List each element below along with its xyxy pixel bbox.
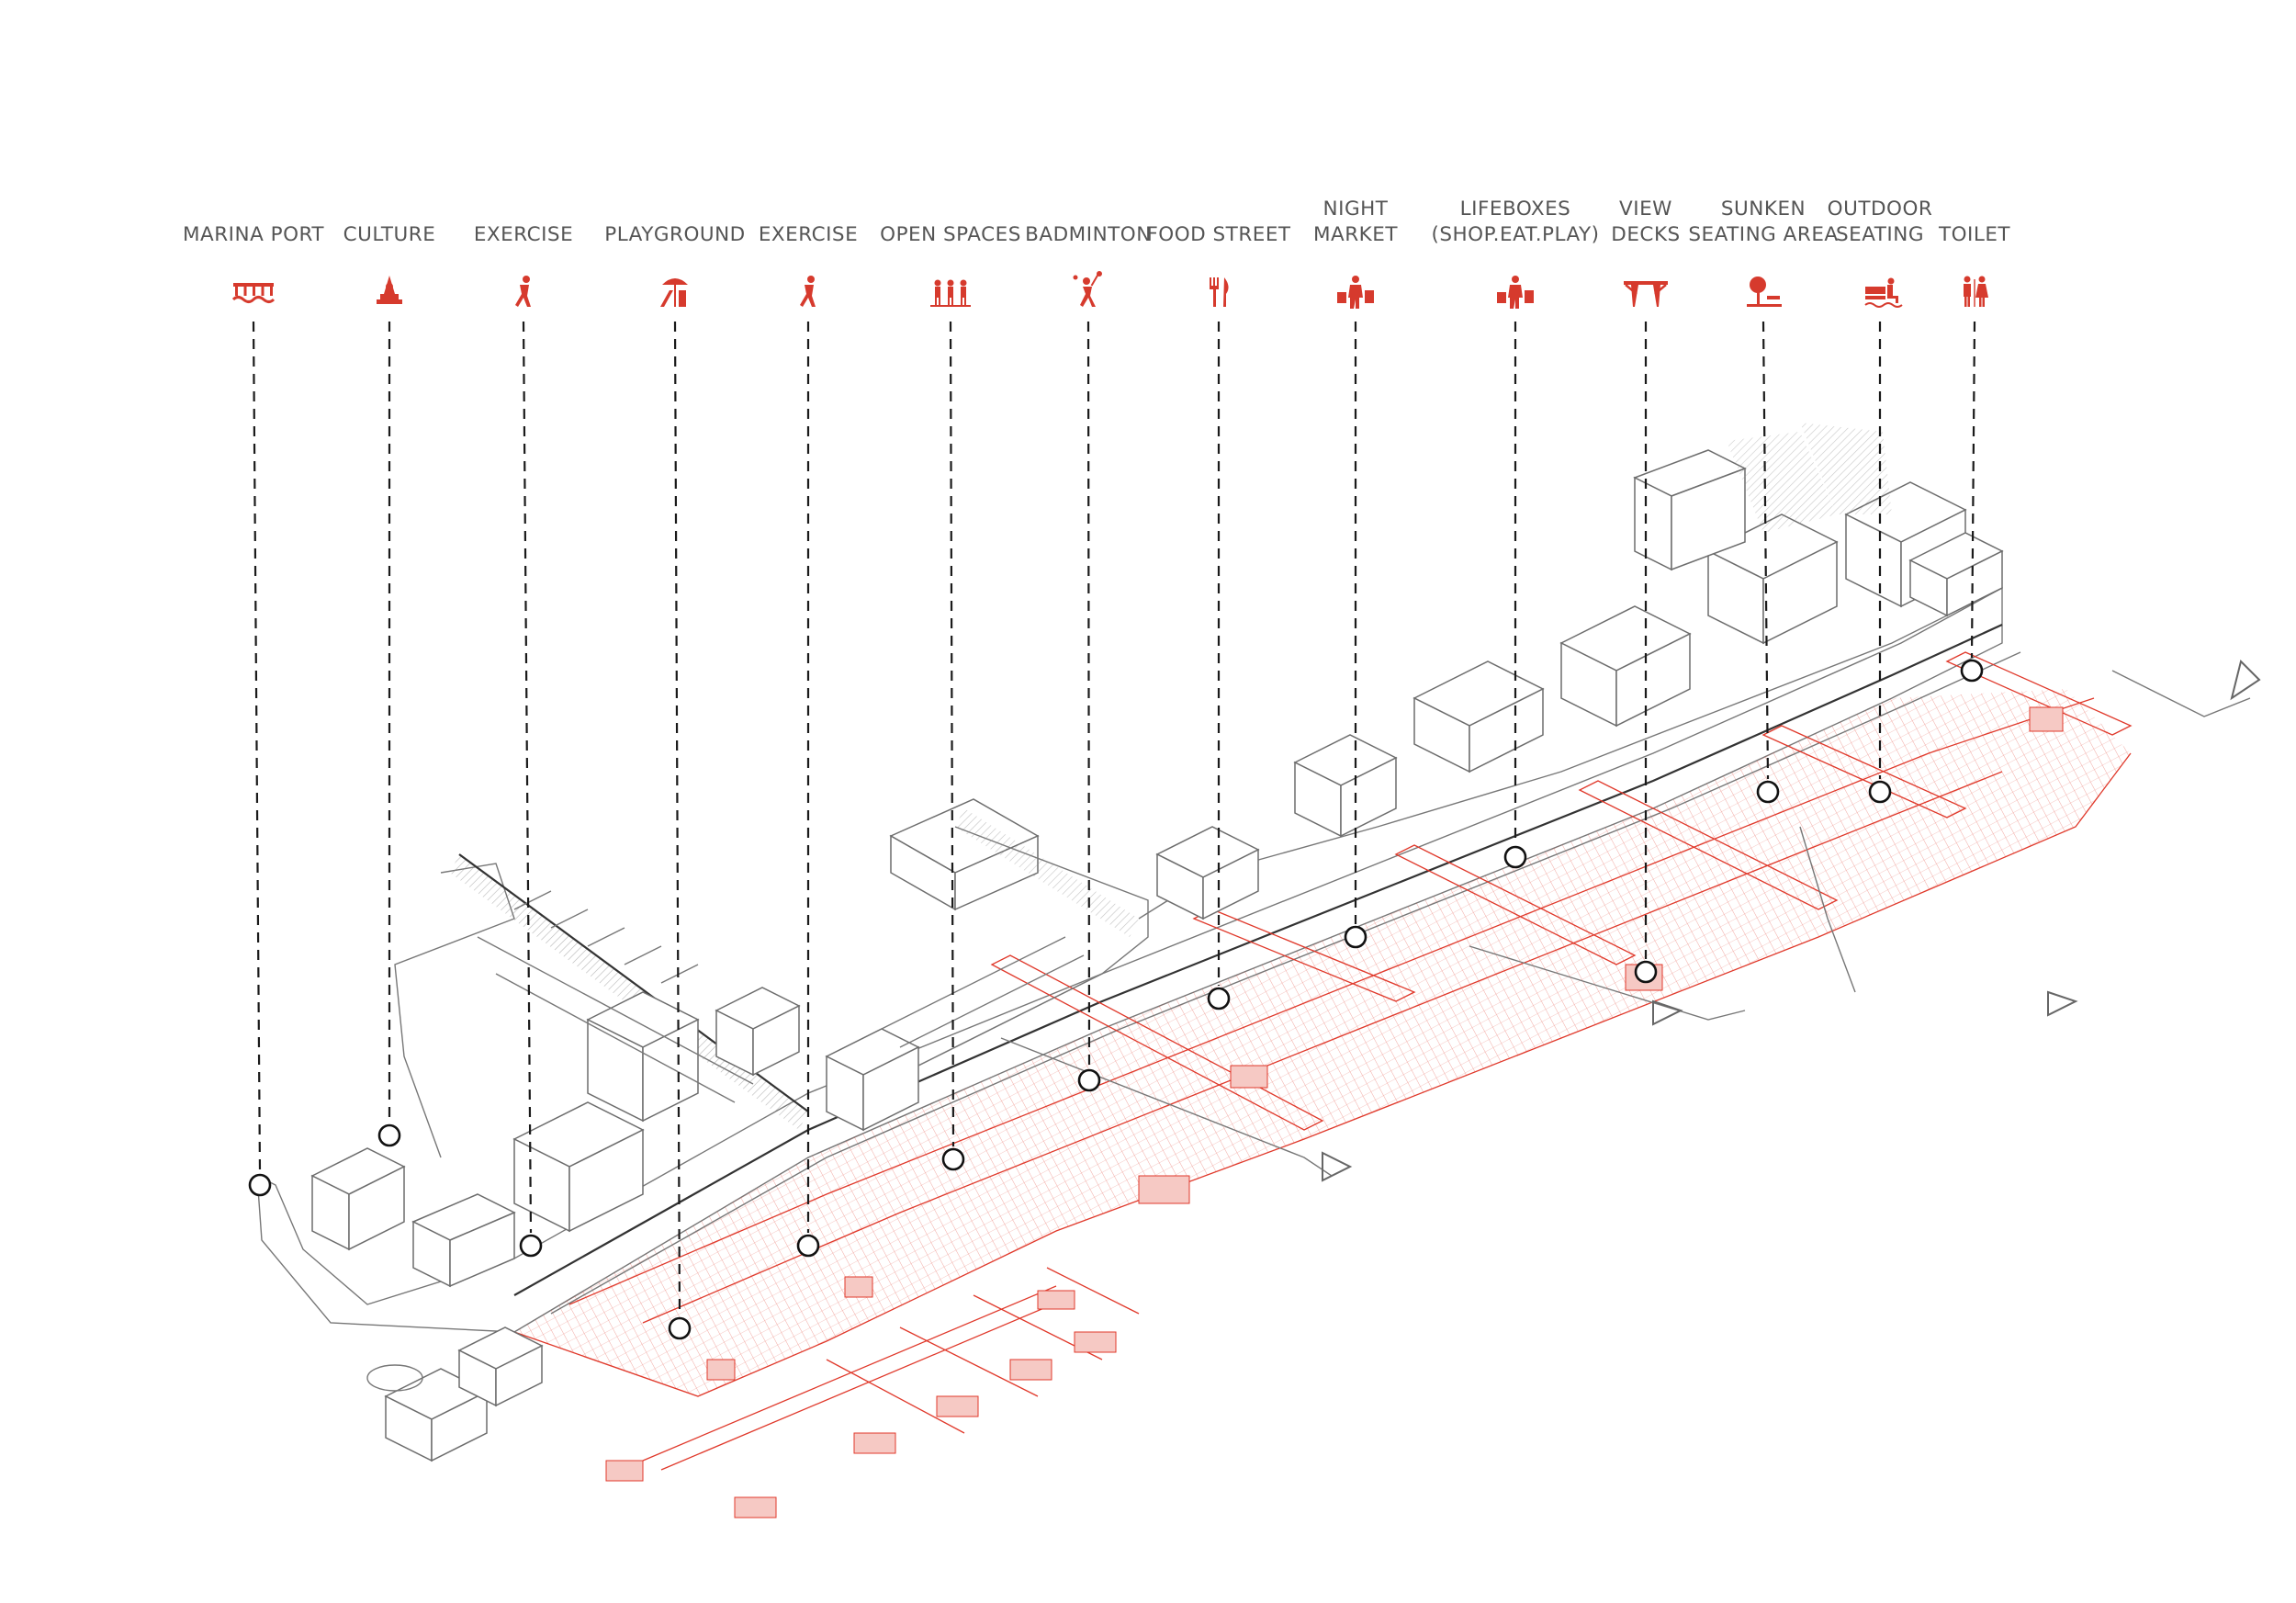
leader-line — [1761, 321, 1770, 780]
location-pin — [248, 1173, 272, 1197]
leader-line — [1970, 321, 1976, 659]
program-label-6: BADMINTON — [1025, 223, 1152, 1092]
program-label-11: SUNKEN SEATING AREA — [1688, 198, 1838, 804]
leader-line — [522, 321, 533, 1234]
program-label-12: OUTDOOR SEATING — [1828, 198, 1933, 804]
program-label-13: TOILET — [1938, 223, 2010, 683]
leader-line — [252, 321, 262, 1173]
marina-pontoons — [605, 1267, 1140, 1518]
program-label-text: DECKS — [1611, 223, 1680, 246]
program-label-1: CULTURE — [343, 223, 436, 1147]
program-label-text: SEATING — [1836, 223, 1924, 246]
program-label-2: EXERCISE — [474, 223, 573, 1258]
program-label-8: NIGHT MARKET — [1313, 198, 1398, 949]
slide-umbrella-icon — [660, 278, 688, 307]
location-pin — [1960, 659, 1984, 683]
program-label-10: VIEW DECKS — [1611, 198, 1680, 984]
pier-railing-icon — [231, 283, 276, 303]
program-label-text: CULTURE — [343, 223, 436, 246]
building-cluster-middle — [715, 798, 1149, 1132]
program-label-9: LIFEBOXES (SHOP.EAT.PLAY) — [1431, 198, 1599, 869]
location-pin — [519, 1234, 543, 1258]
promenade-red-zone — [514, 689, 2131, 1396]
program-label-text: BADMINTON — [1025, 223, 1152, 246]
person-seated-icon — [1864, 277, 1903, 308]
fork-knife-icon — [1210, 277, 1229, 307]
location-pin — [1207, 987, 1231, 1010]
location-pin — [1503, 845, 1527, 869]
site-base — [256, 586, 2132, 1397]
shopper-bags-icon — [1497, 276, 1534, 309]
leader-line — [1086, 321, 1091, 1068]
location-pin — [796, 1234, 820, 1258]
building-cluster-lower — [366, 1326, 544, 1462]
building-clusters — [310, 423, 2004, 1462]
program-label-text: LIFEBOXES — [1460, 198, 1571, 220]
leader-line — [673, 321, 681, 1316]
location-pin — [668, 1316, 692, 1340]
program-label-text: FOOD STREET — [1146, 223, 1290, 246]
location-pin — [1868, 780, 1892, 804]
tree-bench-icon — [1747, 277, 1782, 307]
program-labels: MARINA PORT CULTURE EXERCISE PLAYGROUND EXER… — [183, 198, 2010, 1340]
program-label-text: EXERCISE — [474, 223, 573, 246]
monument-icon — [377, 276, 402, 304]
program-label-text: TOILET — [1938, 223, 2010, 246]
program-label-4: EXERCISE — [759, 223, 858, 1258]
program-label-0: MARINA PORT — [183, 223, 324, 1197]
people-group-icon — [930, 279, 971, 307]
program-label-text: OUTDOOR — [1828, 198, 1933, 220]
program-label-text: EXERCISE — [759, 223, 858, 246]
program-label-text: SEATING AREA — [1688, 223, 1838, 246]
restroom-icon — [1964, 276, 1988, 307]
location-pin — [1077, 1068, 1101, 1092]
leader-line — [949, 321, 955, 1147]
program-label-5: OPEN SPACES — [880, 223, 1021, 1171]
runner-icon — [515, 276, 531, 307]
location-pin — [1344, 925, 1367, 949]
program-label-text: NIGHT — [1323, 198, 1389, 220]
view-deck-icon — [1624, 281, 1668, 307]
program-label-text: VIEW — [1619, 198, 1672, 220]
program-label-text: OPEN SPACES — [880, 223, 1021, 246]
runner-icon — [800, 276, 816, 307]
program-label-text: PLAYGROUND — [604, 223, 746, 246]
program-label-text: SUNKEN — [1721, 198, 1806, 220]
location-pin — [377, 1123, 401, 1147]
building-cluster-left — [310, 853, 809, 1288]
program-label-3: PLAYGROUND — [604, 223, 746, 1340]
location-pin — [941, 1147, 965, 1171]
shopper-bags-icon — [1337, 276, 1374, 309]
program-label-text: (SHOP.EAT.PLAY) — [1431, 223, 1599, 246]
program-label-7: FOOD STREET — [1146, 223, 1290, 1010]
badminton-player-icon — [1073, 271, 1102, 307]
location-pin — [1634, 960, 1658, 984]
program-label-text: MARKET — [1313, 223, 1398, 246]
program-label-text: MARINA PORT — [183, 223, 324, 246]
building-cluster-right — [1138, 423, 2004, 920]
location-pin — [1756, 780, 1780, 804]
